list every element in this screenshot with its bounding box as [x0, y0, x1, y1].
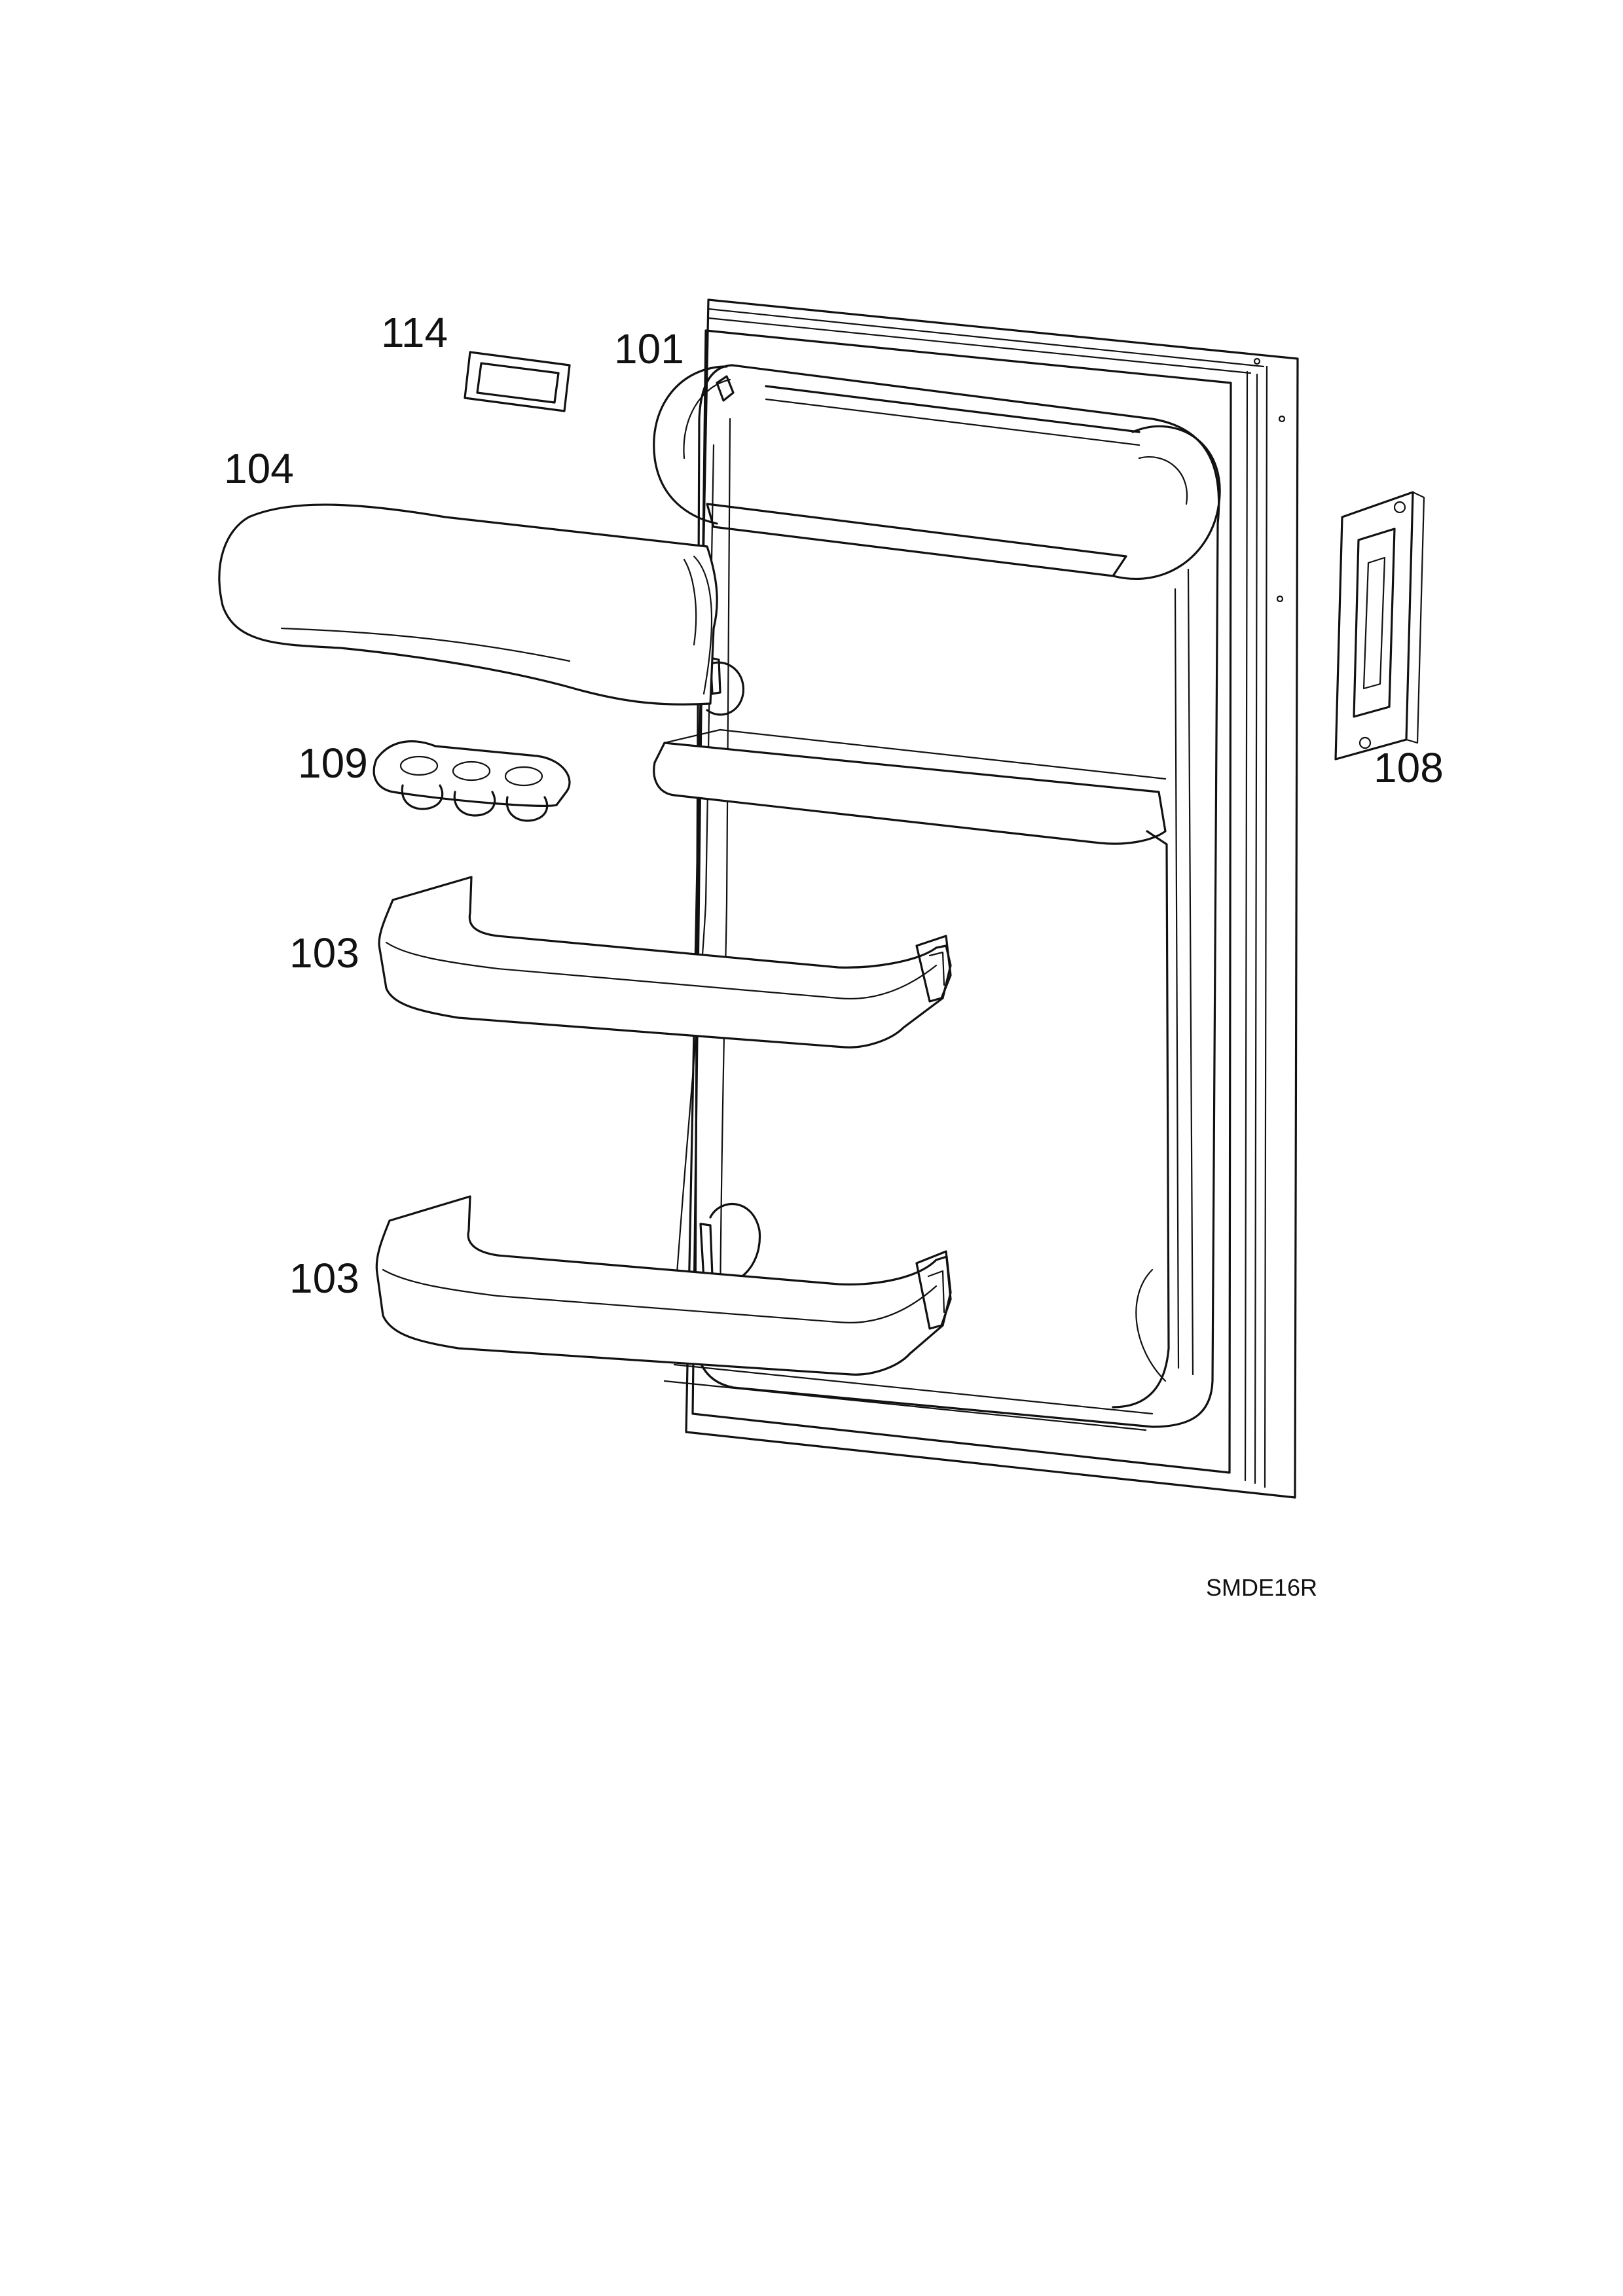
label-101: 101: [614, 325, 684, 372]
part-109-egg-tray: [373, 740, 571, 822]
label-114: 114: [381, 309, 448, 356]
part-103-lower-bin: [375, 1195, 952, 1376]
label-109: 109: [298, 740, 368, 787]
part-108-hinge-plate: [1334, 491, 1425, 761]
label-104: 104: [224, 445, 294, 492]
label-108: 108: [1374, 744, 1444, 791]
part-103-upper-bin: [378, 876, 952, 1049]
part-labels: 114 101 104 109 108 103 103 SMDE16R: [224, 309, 1444, 1601]
label-103-upper: 103: [289, 929, 359, 977]
part-114-clip: [464, 351, 571, 412]
diagram-code: SMDE16R: [1206, 1574, 1317, 1601]
label-103-lower: 103: [289, 1255, 359, 1302]
door-liner: [653, 364, 1221, 1431]
part-104-dairy-cover: [218, 503, 718, 706]
